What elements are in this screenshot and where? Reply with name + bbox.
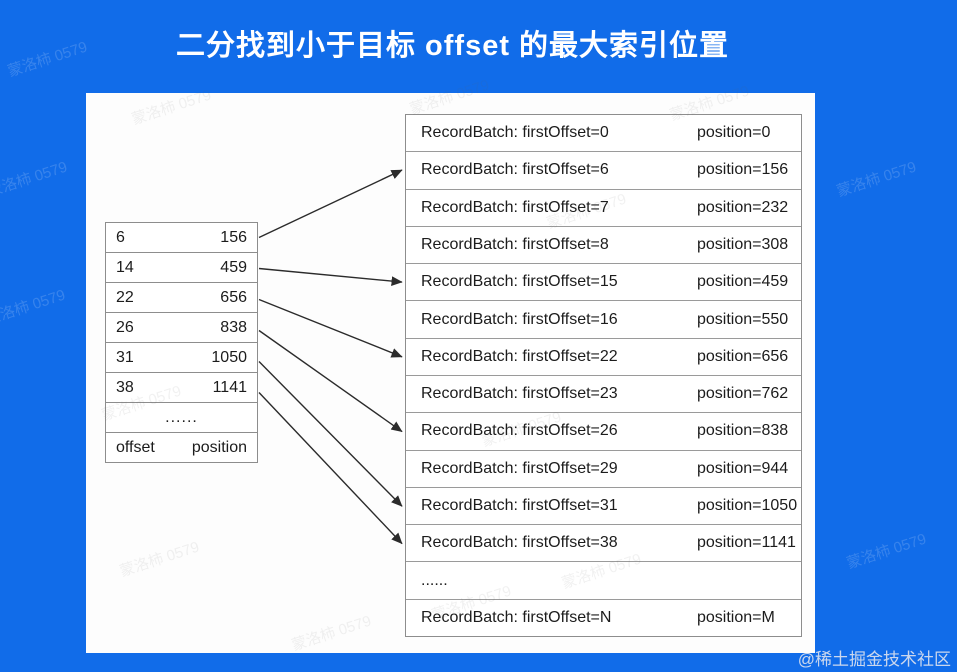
- recordbatch-label: RecordBatch: firstOffset=7: [421, 198, 609, 216]
- log-row: RecordBatch: firstOffset=38 position=1141: [406, 524, 801, 562]
- index-position-cell: 459: [220, 258, 247, 276]
- index-ellipsis-row: ......: [105, 402, 258, 433]
- watermark-text: 蒙洛柿 0579: [5, 38, 90, 81]
- position-column-label: position: [191, 438, 247, 456]
- recordbatch-position: position=762: [697, 385, 789, 403]
- index-offset-cell: 22: [116, 288, 134, 306]
- offset-column-label: offset: [116, 438, 155, 456]
- diagram-panel: 6 156 14 459 22 656 26 838 31 1050 38 1141...... off…: [86, 93, 815, 653]
- recordbatch-position: position=944: [697, 459, 789, 477]
- recordbatch-label: RecordBatch: firstOffset=N: [421, 608, 612, 626]
- log-row: RecordBatch: firstOffset=31 position=1050: [406, 486, 801, 525]
- recordbatch-position: position=156: [697, 161, 789, 179]
- index-row: 38 1141: [105, 372, 258, 403]
- index-row: 22 656: [105, 282, 258, 313]
- recordbatch-label: RecordBatch: firstOffset=22: [421, 347, 618, 365]
- index-to-batch-arrow: [258, 361, 403, 507]
- recordbatch-position: position=M: [697, 608, 775, 626]
- index-position-cell: 1141: [212, 378, 247, 396]
- recordbatch-position: position=656: [697, 347, 789, 365]
- index-row: 31 1050: [105, 342, 258, 373]
- index-offset-cell: 31: [116, 348, 134, 366]
- log-row: RecordBatch: firstOffset=23 position=762: [406, 374, 801, 413]
- log-row: RecordBatch: firstOffset=6 position=156: [406, 151, 801, 189]
- index-offset-cell: 26: [116, 318, 134, 336]
- recordbatch-label: RecordBatch: firstOffset=6: [421, 161, 609, 179]
- recordbatch-position: position=232: [697, 198, 789, 216]
- index-offset-cell: 6: [116, 228, 125, 246]
- index-to-batch-arrow: [258, 298, 403, 358]
- log-row: RecordBatch: firstOffset=8 position=308: [406, 225, 801, 264]
- log-row: RecordBatch: firstOffset=16 position=550: [406, 300, 801, 338]
- recordbatch-label: RecordBatch: firstOffset=31: [421, 496, 618, 514]
- log-row: RecordBatch: firstOffset=22 position=656: [406, 337, 801, 375]
- recordbatch-label: RecordBatch: firstOffset=0: [421, 124, 609, 142]
- index-to-batch-arrow: [258, 392, 403, 545]
- ellipsis-text: ......: [165, 408, 198, 426]
- index-offset-cell: 14: [116, 258, 134, 276]
- page-title: 二分找到小于目标 offset 的最大索引位置: [176, 30, 730, 62]
- watermark-text: 蒙洛柿 0579: [0, 158, 70, 201]
- log-row: RecordBatch: firstOffset=26 position=838: [406, 412, 801, 450]
- index-to-batch-arrow: [258, 329, 403, 433]
- index-position-cell: 656: [220, 288, 247, 306]
- offset-index-table: 6 156 14 459 22 656 26 838 31 1050 38 1141...... off…: [105, 222, 258, 463]
- recordbatch-position: position=308: [697, 235, 789, 253]
- watermark-text: 蒙洛柿 0579: [0, 286, 68, 329]
- index-row: 26 838: [105, 312, 258, 343]
- index-to-batch-arrow: [258, 267, 403, 286]
- log-row: RecordBatch: firstOffset=7 position=232: [406, 188, 801, 226]
- index-position-cell: 156: [220, 228, 247, 246]
- ellipsis-text: ......: [421, 571, 448, 589]
- recordbatch-position: position=838: [697, 422, 789, 440]
- recordbatch-position: position=1050: [697, 496, 798, 514]
- watermark-text: 蒙洛柿 0579: [844, 530, 929, 573]
- recordbatch-label: RecordBatch: firstOffset=23: [421, 385, 618, 403]
- recordbatch-label: RecordBatch: firstOffset=38: [421, 534, 618, 552]
- recordbatch-position: position=550: [697, 310, 789, 328]
- log-row: RecordBatch: firstOffset=0 position=0: [406, 115, 801, 152]
- recordbatch-label: RecordBatch: firstOffset=15: [421, 273, 618, 291]
- watermark-text: 蒙洛柿 0579: [834, 158, 919, 201]
- recordbatch-label: RecordBatch: firstOffset=16: [421, 310, 618, 328]
- log-row: RecordBatch: firstOffset=N position=M: [406, 598, 801, 636]
- recordbatch-label: RecordBatch: firstOffset=26: [421, 422, 618, 440]
- recordbatch-position: position=459: [697, 273, 789, 291]
- index-row: 14 459: [105, 252, 258, 283]
- index-offset-cell: 38: [116, 378, 134, 396]
- index-row: 6 156: [105, 222, 258, 253]
- log-row: RecordBatch: firstOffset=15 position=459: [406, 263, 801, 301]
- index-position-cell: 838: [220, 318, 247, 336]
- index-position-cell: 1050: [211, 348, 247, 366]
- recordbatch-position: position=1141: [697, 534, 796, 552]
- juejin-credit-text: @稀土掘金技术社区: [797, 650, 951, 669]
- log-row: RecordBatch: firstOffset=29 position=944: [406, 449, 801, 487]
- recordbatch-label: RecordBatch: firstOffset=8: [421, 235, 609, 253]
- index-header-row: offset position: [105, 432, 258, 463]
- index-to-batch-arrow: [258, 169, 403, 239]
- recordbatch-label: RecordBatch: firstOffset=29: [421, 459, 618, 477]
- recordbatch-position: position=0: [697, 124, 771, 142]
- log-ellipsis-row: ......: [406, 561, 801, 599]
